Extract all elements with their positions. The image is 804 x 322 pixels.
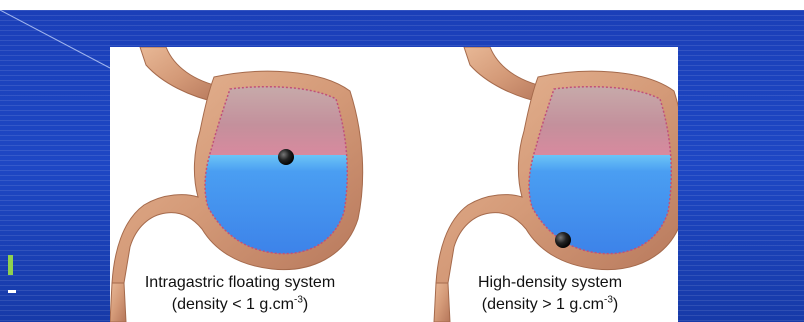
right-caption-density: (density > 1 g.cm-3) xyxy=(420,294,680,316)
top-strip xyxy=(0,0,804,10)
right-caption-title: High-density system xyxy=(420,272,680,294)
left-caption-title: Intragastric floating system xyxy=(110,272,370,294)
figure-panel: Intragastric floating system (density < … xyxy=(110,47,678,322)
sinking-pill xyxy=(555,232,571,248)
greater-than-symbol: > xyxy=(542,296,551,313)
floating-pill xyxy=(278,149,294,165)
left-caption: Intragastric floating system (density < … xyxy=(110,272,370,316)
bullet-tick xyxy=(8,290,16,293)
right-caption: High-density system (density > 1 g.cm-3) xyxy=(420,272,680,316)
left-caption-density: (density < 1 g.cm-3) xyxy=(110,294,370,316)
accent-bar xyxy=(8,255,13,275)
decorative-diagonal-line xyxy=(0,10,110,70)
less-than-symbol: < xyxy=(232,296,241,313)
